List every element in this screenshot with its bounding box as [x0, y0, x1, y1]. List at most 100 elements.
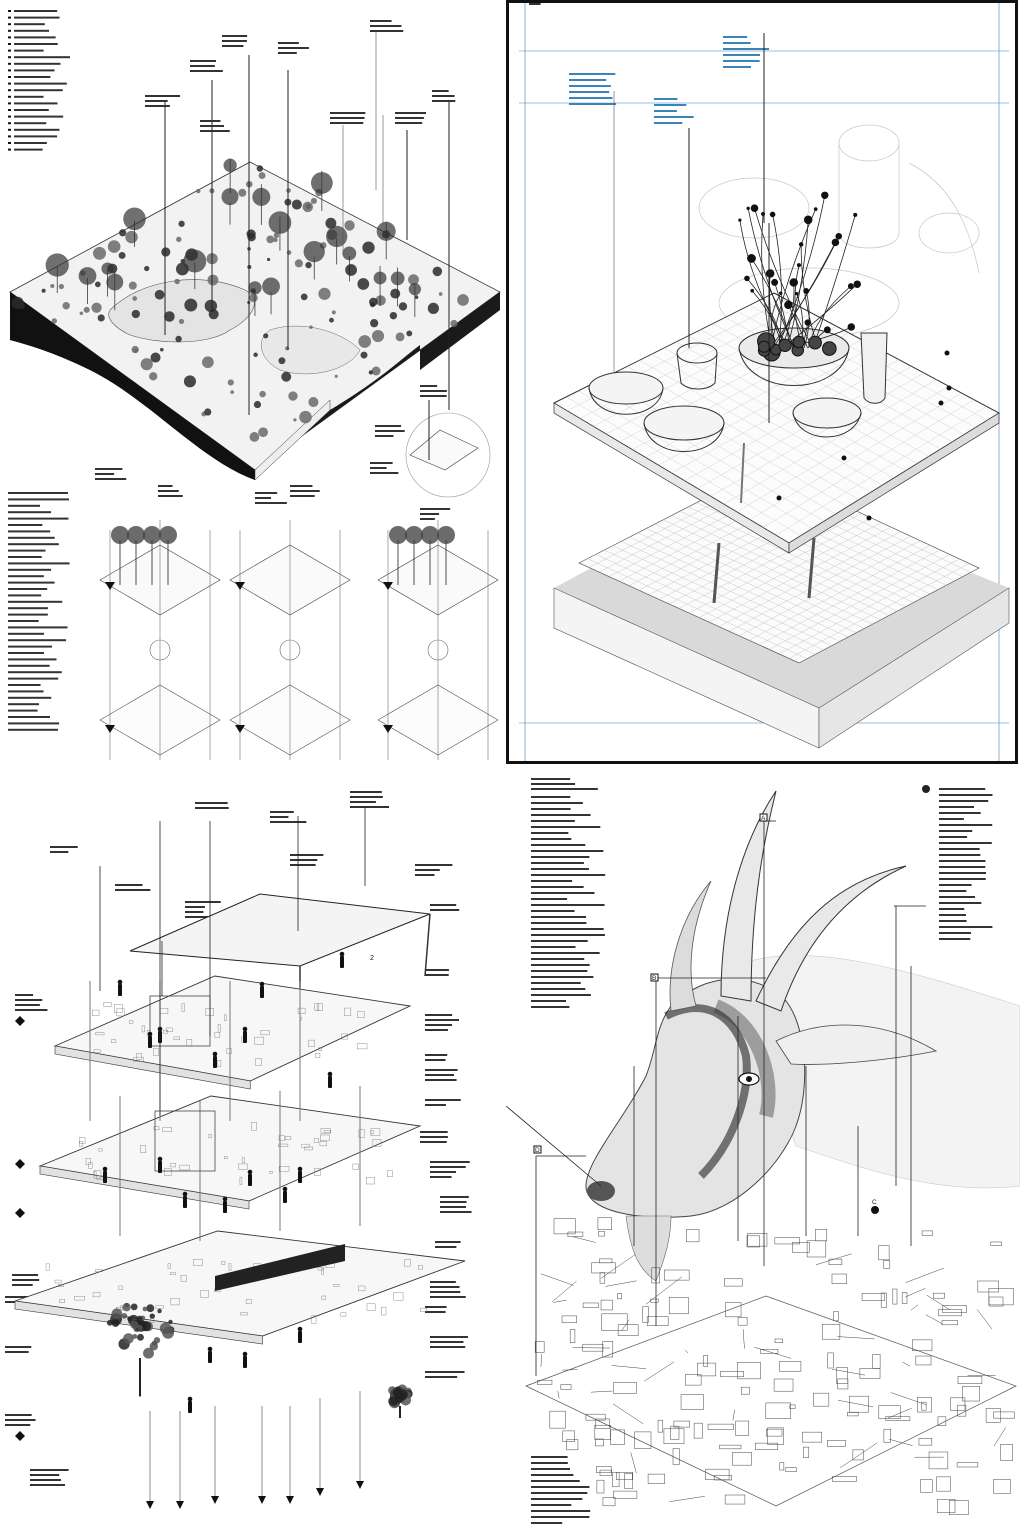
- goat-machinery-panel: A B C D: [506, 766, 1020, 1532]
- annotation-line: [8, 645, 52, 648]
- annotation-line: [50, 851, 69, 853]
- annotation-line: [531, 880, 573, 882]
- annotation-line: [939, 890, 967, 892]
- annotation-line: [278, 42, 299, 44]
- annotation-line: [370, 462, 393, 464]
- annotation-line: [5, 1346, 32, 1348]
- annotation-line: [14, 62, 61, 65]
- annotation-line: [8, 498, 69, 501]
- terrain-drawing: [8, 10, 501, 760]
- annotation-line: [14, 135, 58, 138]
- annotation-line: [290, 485, 313, 487]
- annotation-line: [375, 425, 402, 427]
- annotation-line: [531, 814, 591, 816]
- annotation-line: [531, 940, 588, 942]
- annotation-line: [115, 889, 151, 891]
- background-sketch: [698, 124, 980, 339]
- annotation-line: [8, 581, 55, 584]
- annotation-line: [8, 517, 69, 520]
- annotation-line: [222, 40, 247, 42]
- annotation-line: [531, 820, 575, 822]
- annotation-line: [158, 485, 173, 487]
- annotation-line: [531, 892, 595, 894]
- annotation-line: [95, 478, 127, 480]
- annotation-line: [531, 844, 586, 846]
- annotation-line: [370, 30, 404, 32]
- annotation-line: [430, 1346, 466, 1348]
- annotation-line: [8, 690, 44, 693]
- annotation-line: [531, 832, 569, 834]
- annotation-line: [330, 112, 366, 114]
- annotation-line: [8, 530, 51, 533]
- annotation-line: [14, 29, 50, 32]
- annotation-line: [939, 836, 968, 838]
- annotation-line: [14, 82, 67, 85]
- annotation-line: [8, 562, 70, 565]
- annotation-line: [425, 1371, 465, 1373]
- annotation-line: [939, 812, 981, 814]
- annotation-line: [531, 862, 584, 864]
- goat-head: [585, 790, 1020, 1282]
- building-drawing: 2: [5, 791, 472, 1509]
- annotation-line: [255, 497, 271, 499]
- annotation-line: [569, 97, 613, 99]
- annotation-line: [531, 952, 600, 954]
- annotation-line: [370, 20, 392, 22]
- annotation-line: [15, 1004, 40, 1006]
- annotation-line: [939, 818, 964, 820]
- annotation-line: [222, 35, 248, 37]
- annotation-line: [8, 684, 41, 686]
- annotation-line: [425, 1074, 455, 1076]
- table-axonometric-panel: [506, 0, 1018, 764]
- goat-drawing: A B C D: [506, 778, 1020, 1524]
- annotation-line: [425, 1054, 448, 1056]
- annotation-line: [531, 1462, 568, 1464]
- annotation-line: [415, 874, 435, 876]
- annotation-line: [425, 1014, 453, 1016]
- annotation-line: [654, 116, 694, 118]
- annotation-line: [435, 1246, 457, 1248]
- annotation-line: [939, 872, 986, 874]
- annotation-line: [190, 60, 217, 62]
- marker-b: B: [652, 975, 656, 982]
- annotation-line: [14, 23, 45, 26]
- annotation-line: [8, 504, 41, 507]
- annotation-line: [430, 1336, 468, 1338]
- annotation-line: [939, 830, 973, 832]
- annotation-line: [420, 513, 440, 515]
- annotation-line: [8, 607, 48, 610]
- annotation-line: [375, 430, 405, 432]
- annotation-line: [531, 934, 605, 936]
- annotation-line: [939, 788, 986, 790]
- annotation-line: [425, 1099, 461, 1101]
- annotation-line: [8, 709, 38, 712]
- annotation-line: [8, 620, 39, 622]
- annotation-line: [531, 910, 575, 912]
- annotation-line: [15, 999, 43, 1001]
- annotation-line: [531, 1510, 591, 1512]
- annotation-line: [200, 125, 224, 127]
- annotation-line: [185, 916, 225, 918]
- annotation-line: [420, 1136, 448, 1138]
- annotation-line: [278, 47, 309, 49]
- annotation-line: [569, 73, 616, 75]
- annotation-line: [531, 868, 589, 870]
- annotation-line: [654, 98, 678, 100]
- annotation-line: [350, 801, 376, 803]
- annotation-line: [5, 1419, 36, 1421]
- annotation-line: [95, 473, 115, 475]
- annotation-line: [350, 796, 383, 798]
- annotation-line: [440, 1211, 472, 1213]
- annotation-line: [939, 794, 993, 796]
- annotation-line: [30, 1484, 65, 1486]
- annotation-line: [939, 908, 965, 910]
- annotation-line: [415, 864, 453, 866]
- annotation-line: [425, 1029, 448, 1031]
- annotation-line: [440, 1196, 469, 1198]
- annotation-line: [420, 508, 451, 510]
- annotation-line: [14, 148, 43, 151]
- annotation-line: [939, 860, 986, 862]
- annotation-line: [723, 60, 760, 62]
- annotation-line: [8, 600, 63, 603]
- annotation-line: [8, 658, 57, 661]
